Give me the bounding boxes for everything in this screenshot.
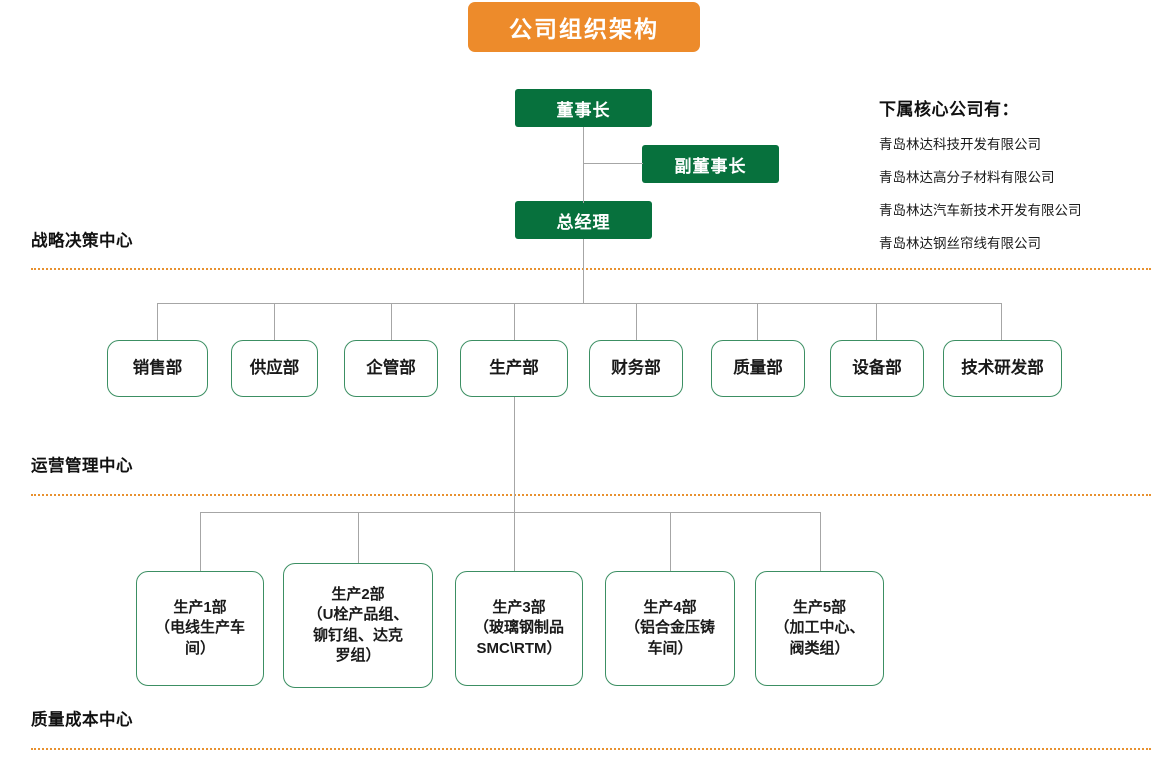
dept-box-sales-label: 销售部	[132, 359, 183, 378]
subsidiary-item-2: 青岛林达高分子材料有限公司	[879, 170, 1055, 185]
section-divider-operations	[31, 494, 1151, 496]
exec-box-general-manager-label: 总经理	[556, 212, 611, 232]
production-box-unit-4-line1: 生产4部	[643, 599, 697, 617]
dept-box-enterprise-management-label: 企管部	[366, 359, 416, 378]
connector-to-vice-chairman	[583, 163, 643, 164]
production-box-unit-1-line2: （电线生产车	[154, 619, 245, 637]
production-box-unit-3[interactable]: 生产3部 （玻璃钢制品 SMC\RTM）	[455, 571, 583, 686]
production-box-unit-4-line2: （铝合金压铸	[624, 619, 715, 637]
section-label-operations: 运营管理中心	[31, 452, 133, 476]
production-box-unit-4[interactable]: 生产4部 （铝合金压铸 车间）	[605, 571, 735, 686]
connector-gm-to-dept-bus	[583, 239, 584, 303]
subsidiary-item-4: 青岛林达钢丝帘线有限公司	[879, 236, 1041, 251]
subsidiaries-panel: 下属核心公司有： 青岛林达科技开发有限公司 青岛林达高分子材料有限公司 青岛林达…	[879, 95, 1149, 265]
production-box-unit-2-line3: 铆钉组、达克	[312, 626, 403, 644]
dept-box-enterprise-management[interactable]: 企管部	[344, 340, 438, 397]
dept-bus-line	[157, 303, 1001, 304]
production-box-unit-3-line2: （玻璃钢制品	[473, 619, 564, 637]
dept-box-sales[interactable]: 销售部	[107, 340, 208, 397]
section-label-strategy: 战略决策中心	[31, 227, 133, 251]
subsidiary-item-1: 青岛林达科技开发有限公司	[879, 137, 1041, 152]
dept-drop-2	[274, 303, 275, 340]
exec-box-vice-chairman[interactable]: 副董事长	[642, 145, 779, 183]
connector-production-to-subunits	[514, 397, 515, 513]
production-box-unit-2-line1: 生产2部	[331, 586, 385, 603]
dept-box-quality[interactable]: 质量部	[711, 340, 805, 397]
production-box-unit-1[interactable]: 生产1部 （电线生产车 间）	[136, 571, 264, 686]
section-label-operations-text: 运营管理中心	[31, 457, 133, 475]
production-drop-3	[514, 512, 515, 571]
dept-drop-5	[636, 303, 637, 340]
dept-box-equipment[interactable]: 设备部	[830, 340, 924, 397]
exec-box-chairman[interactable]: 董事长	[515, 89, 652, 127]
dept-box-production[interactable]: 生产部	[460, 340, 568, 397]
dept-box-supply-label: 供应部	[249, 359, 300, 378]
production-box-unit-2-line4: 罗组）	[335, 646, 381, 664]
production-box-unit-5-line1: 生产5部	[792, 599, 847, 617]
section-divider-quality-cost	[31, 748, 1151, 750]
production-drop-2	[358, 512, 359, 571]
exec-box-general-manager[interactable]: 总经理	[515, 201, 652, 239]
dept-box-supply[interactable]: 供应部	[231, 340, 318, 397]
dept-drop-7	[876, 303, 877, 340]
section-label-quality-cost-text: 质量成本中心	[31, 711, 133, 729]
subsidiaries-title: 下属核心公司有：	[879, 100, 1019, 119]
production-box-unit-3-line3: SMC\RTM）	[476, 639, 562, 657]
dept-box-quality-label: 质量部	[733, 359, 783, 378]
subsidiary-item-3: 青岛林达汽车新技术开发有限公司	[879, 203, 1082, 218]
connector-chairman-to-gm	[583, 127, 584, 203]
dept-drop-3	[391, 303, 392, 340]
production-box-unit-3-line1: 生产3部	[492, 599, 546, 617]
section-divider-strategy	[31, 268, 1151, 270]
dept-drop-8	[1001, 303, 1002, 340]
dept-drop-4	[514, 303, 515, 340]
production-drop-1	[200, 512, 201, 571]
page-title: 公司组织架构	[468, 2, 700, 52]
production-box-unit-5-line3: 阀类组）	[789, 639, 850, 657]
dept-box-finance-label: 财务部	[611, 359, 661, 378]
production-box-unit-2[interactable]: 生产2部 （U栓产品组、 铆钉组、达克 罗组）	[283, 563, 433, 688]
dept-box-equipment-label: 设备部	[852, 359, 902, 378]
dept-box-production-label: 生产部	[489, 359, 539, 378]
dept-drop-1	[157, 303, 158, 340]
production-box-unit-4-line3: 车间）	[647, 639, 693, 657]
production-box-unit-5[interactable]: 生产5部 （加工中心、 阀类组）	[755, 571, 884, 686]
production-bus-line	[200, 512, 820, 513]
dept-drop-6	[757, 303, 758, 340]
dept-box-technology-rnd[interactable]: 技术研发部	[943, 340, 1062, 397]
section-label-strategy-text: 战略决策中心	[31, 232, 133, 250]
production-box-unit-5-line2: （加工中心、	[774, 619, 865, 637]
production-drop-4	[670, 512, 671, 571]
section-label-quality-cost: 质量成本中心	[31, 706, 133, 730]
dept-box-finance[interactable]: 财务部	[589, 340, 683, 397]
production-box-unit-2-line2: （U栓产品组、	[307, 606, 409, 624]
exec-box-vice-chairman-label: 副董事长	[674, 156, 747, 176]
exec-box-chairman-label: 董事长	[556, 100, 611, 120]
production-box-unit-1-line3: 间）	[184, 639, 215, 657]
production-drop-5	[820, 512, 821, 571]
production-box-unit-1-line1: 生产1部	[173, 599, 227, 617]
dept-box-technology-rnd-label: 技术研发部	[961, 359, 1044, 378]
